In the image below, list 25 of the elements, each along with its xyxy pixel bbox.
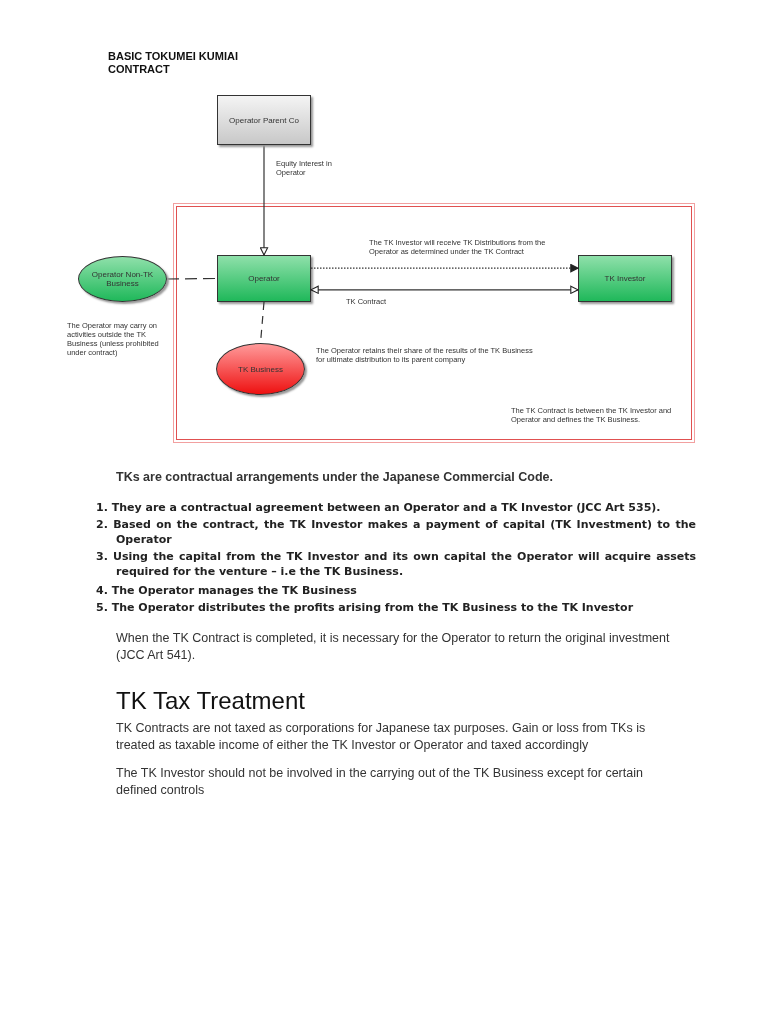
entity-box	[217, 255, 311, 302]
entity-ellipse	[78, 256, 167, 302]
connector-arrow	[259, 144, 269, 256]
intro-sentence: TKs are contractual arrangements under the Japanese Commercial Code.	[116, 469, 554, 486]
list-item: 3. Using the capital from the TK Investor and its own capital the Operator will acquire assets required for the venture – i.e the TK Business.	[96, 549, 696, 579]
list-item: 2. Based on the contract, the TK Investor makes a payment of capital (TK Investment) to the Operator	[96, 517, 696, 547]
list-item: 4. The Operator manages the TK Business	[96, 583, 358, 598]
node-text: Operator Parent Co	[228, 115, 300, 125]
entity-box	[217, 95, 311, 145]
node-text: Operator	[247, 274, 281, 283]
entity-box	[578, 255, 672, 302]
list-item: 1. They are a contractual agreement between an Operator and a TK Investor (JCC Art 535).	[96, 500, 662, 515]
body-paragraph: TK Contracts are not taxed as corporations for Japanese tax purposes. Gain or loss from TKs is treated as taxable income of either the TK Investor or Operator and taxed accordingly	[116, 720, 647, 754]
node-text: TK Investor	[603, 274, 647, 283]
contract-frame	[176, 206, 692, 440]
list-item: 5. The Operator distributes the profits arising from the TK Business to the TK Investor	[96, 600, 635, 615]
node-text: Operator Non-TK Business	[90, 270, 155, 288]
connector-arrow	[310, 285, 579, 294]
diagram-title: BASIC TOKUMEI KUMIAI CONTRACT	[108, 50, 239, 76]
body-paragraph: When the TK Contract is completed, it is necessary for the Operator to return the original investment (JCC Art 541).	[116, 630, 671, 664]
connector-arrow	[310, 264, 579, 273]
entity-ellipse	[216, 343, 305, 395]
node-text: TK Business	[237, 364, 284, 374]
section-heading: TK Tax Treatment	[116, 686, 306, 716]
body-paragraph: The TK Investor should not be involved in the carrying out of the TK Business except for certain defined controls	[116, 765, 644, 799]
